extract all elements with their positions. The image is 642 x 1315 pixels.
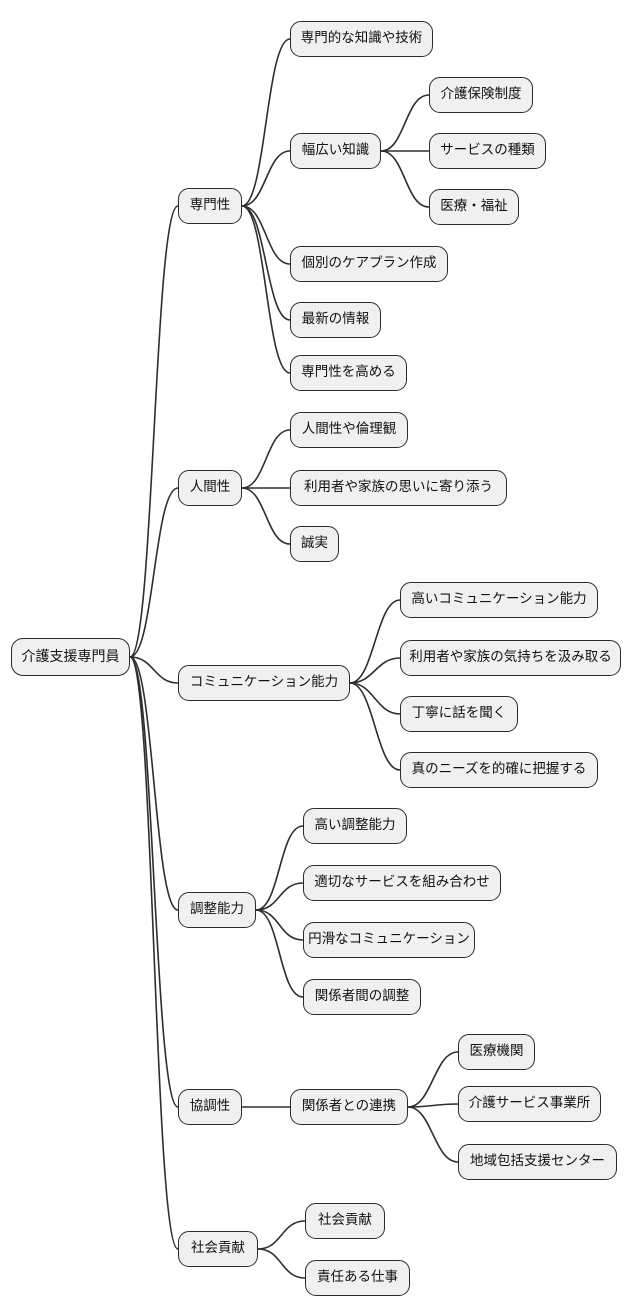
mindmap-node-n5-1-1: 医療機関 xyxy=(458,1034,535,1070)
mindmap-node-n6-1: 社会貢献 xyxy=(305,1203,385,1239)
mindmap-node-n1-2-1: 介護保険制度 xyxy=(429,77,533,113)
connector-n5-1-n5-1-1 xyxy=(407,1051,459,1108)
connector-root-n3 xyxy=(129,656,179,684)
mindmap-node-n3-1: 高いコミュニケーション能力 xyxy=(400,582,598,618)
mindmap-node-n2-1: 人間性や倫理観 xyxy=(290,412,408,448)
connector-root-n1 xyxy=(129,205,179,658)
mindmap-node-n6-2: 責任ある仕事 xyxy=(305,1260,410,1296)
connector-root-n2 xyxy=(129,487,179,658)
connector-n1-n1-4 xyxy=(241,205,291,321)
connector-n1-n1-2 xyxy=(241,150,291,207)
connector-n1-2-n1-2-3 xyxy=(380,150,430,208)
mindmap-node-n6: 社会貢献 xyxy=(178,1231,258,1267)
mindmap-node-n4-3: 円滑なコミュニケーション xyxy=(303,922,475,958)
mindmap-node-n3-3: 丁寧に話を聞く xyxy=(400,696,518,732)
connector-n1-n1-1 xyxy=(241,38,291,207)
mindmap-node-n5-1: 関係者との連携 xyxy=(290,1089,408,1125)
mindmap-node-n5-1-2: 介護サービス事業所 xyxy=(458,1086,601,1122)
connector-n3-n3-4 xyxy=(349,682,401,771)
mindmap-node-n1-2-3: 医療・福祉 xyxy=(429,189,519,225)
mindmap-node-n1-1: 専門的な知識や技術 xyxy=(290,21,433,57)
mindmap-node-n3-2: 利用者や家族の気持ちを汲み取る xyxy=(400,640,621,676)
mindmap-node-n3: コミュニケーション能力 xyxy=(178,665,350,701)
connector-n2-n2-3 xyxy=(241,487,291,545)
connector-n4-n4-1 xyxy=(255,825,304,911)
mindmap-node-n2: 人間性 xyxy=(178,470,242,506)
connector-n1-n1-3 xyxy=(241,205,291,265)
mindmap-node-n1-4: 最新の情報 xyxy=(290,302,381,338)
mindmap-node-n2-2: 利用者や家族の思いに寄り添う xyxy=(290,470,507,506)
mindmap-node-n3-4: 真のニーズを的確に把握する xyxy=(400,752,598,788)
mindmap-node-root: 介護支援専門員 xyxy=(11,638,130,676)
connector-n5-1-n5-1-3 xyxy=(407,1106,459,1163)
mindmap-node-n2-3: 誠実 xyxy=(290,526,339,562)
connector-n5-1-n5-1-2 xyxy=(407,1103,459,1108)
connector-n3-n3-2 xyxy=(349,657,401,684)
mindmap-node-n1-2-2: サービスの種類 xyxy=(429,133,546,169)
mindmap-node-n4-4: 関係者間の調整 xyxy=(303,979,421,1015)
connector-n1-2-n1-2-1 xyxy=(380,94,430,152)
connector-root-n5 xyxy=(129,656,179,1108)
connector-root-n6 xyxy=(129,656,179,1250)
connector-n2-n2-1 xyxy=(241,429,291,489)
mindmap-node-n5: 協調性 xyxy=(178,1089,242,1125)
mindmap-node-n1-3: 個別のケアプラン作成 xyxy=(290,246,448,282)
mindmap-node-n5-1-3: 地域包括支援センター xyxy=(458,1144,617,1180)
connector-n3-n3-1 xyxy=(349,599,401,684)
mindmap-node-n1-2: 幅広い知識 xyxy=(290,133,381,169)
connector-n1-n1-5 xyxy=(241,205,291,374)
mindmap-node-n4-1: 高い調整能力 xyxy=(303,808,407,844)
mindmap-node-n1-5: 専門性を高める xyxy=(290,355,407,391)
connector-n6-n6-1 xyxy=(257,1220,306,1250)
mindmap-node-n4: 調整能力 xyxy=(178,892,256,928)
connector-n6-n6-2 xyxy=(257,1248,306,1279)
connector-n3-n3-3 xyxy=(349,682,401,715)
connector-n4-n4-3 xyxy=(255,909,304,941)
mindmap-node-n1: 専門性 xyxy=(178,188,242,224)
connector-n4-n4-4 xyxy=(255,909,304,998)
connector-root-n4 xyxy=(129,656,179,911)
connector-n4-n4-2 xyxy=(255,882,304,911)
mindmap-node-n4-2: 適切なサービスを組み合わせ xyxy=(303,865,501,901)
